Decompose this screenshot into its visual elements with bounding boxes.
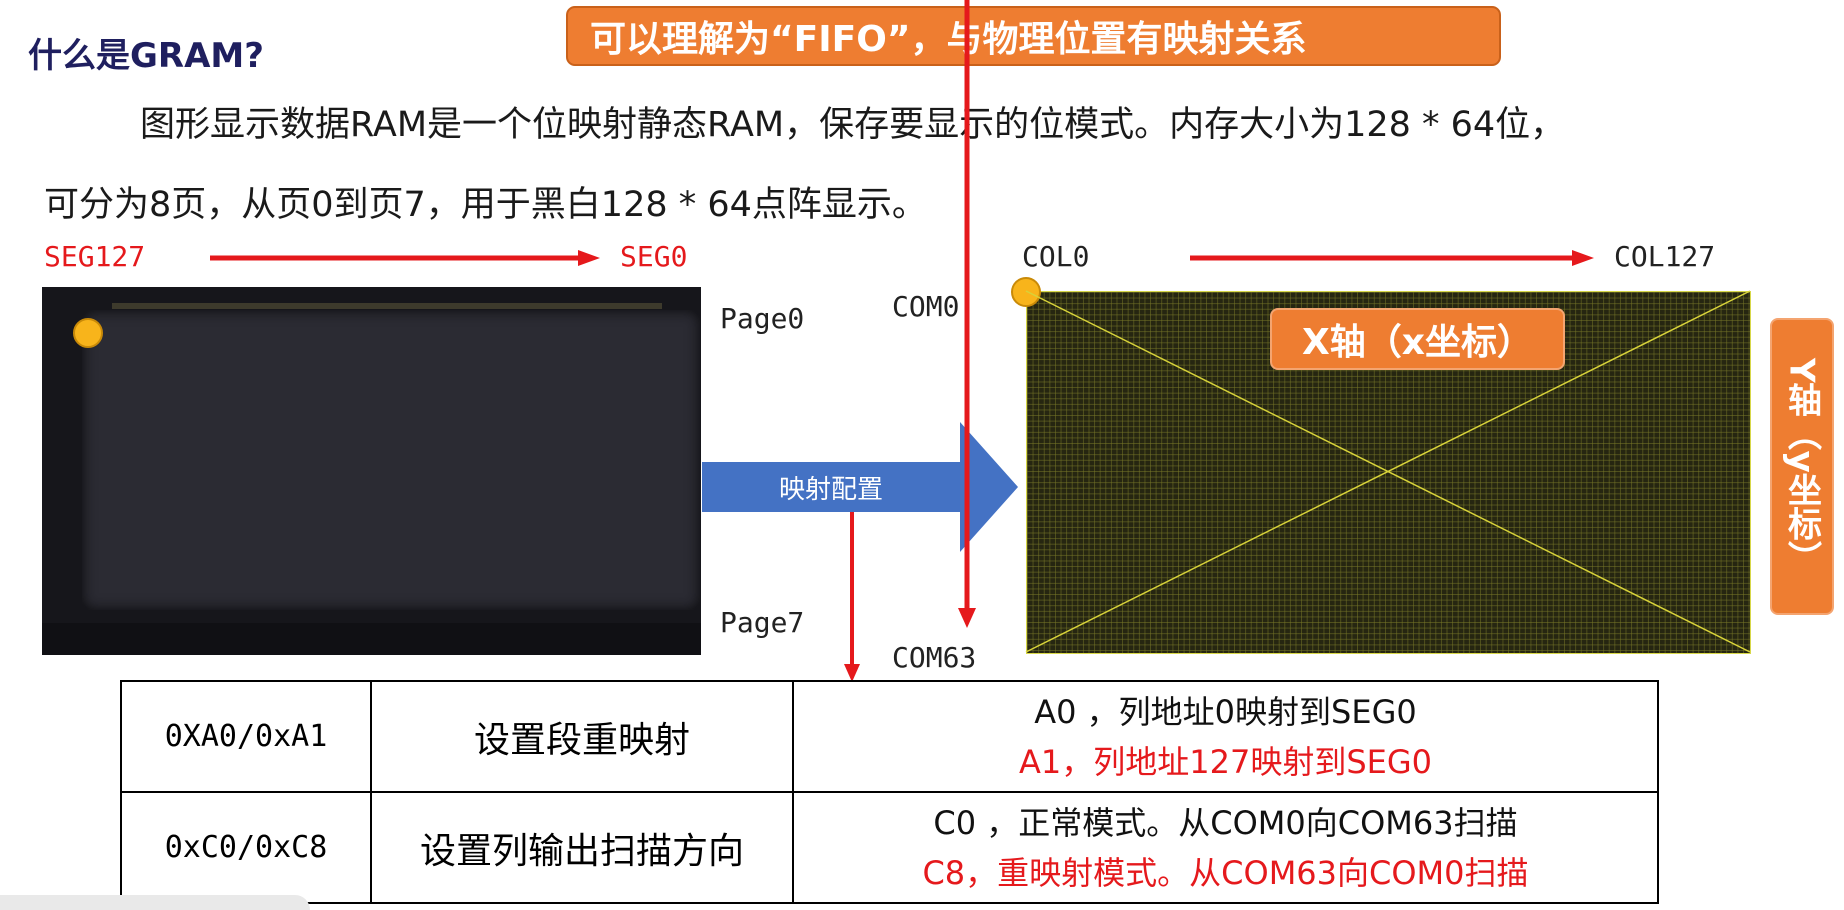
page7-label: Page7 — [720, 606, 805, 639]
y-axis-label: Y轴（y坐标） — [1770, 318, 1834, 615]
grid-diagonal-2 — [1025, 290, 1751, 653]
description-line-1: 图形显示数据RAM是一个位映射静态RAM，保存要显示的位模式。内存大小为128 … — [140, 105, 1566, 145]
oled-edge-stripe — [112, 303, 662, 309]
seg127-label: SEG127 — [44, 240, 146, 273]
command-code: 0XA0/0xA1 — [120, 680, 372, 793]
command-description: A0 ，列地址0映射到SEG0 A1，列地址127映射到SEG0 — [792, 680, 1659, 793]
page-title: 什么是GRAM? — [28, 36, 264, 76]
command-name: 设置段重映射 — [370, 680, 794, 793]
oled-screen-image — [42, 287, 701, 655]
command-table: 0XA0/0xA1 设置段重映射 A0 ，列地址0映射到SEG0 A1，列地址1… — [120, 680, 1659, 904]
oled-bottom-edge — [42, 623, 701, 655]
description-remap: A1，列地址127映射到SEG0 — [1018, 742, 1433, 781]
col0-label: COL0 — [1022, 240, 1090, 273]
origin-marker-left — [73, 318, 103, 348]
y-axis-text: Y轴（y坐标） — [1781, 358, 1822, 575]
fifo-callout: 可以理解为“FIFO”，与物理位置有映射关系 — [566, 6, 1501, 66]
table-arrow-head — [844, 664, 860, 682]
x-axis-label: X轴（x坐标） — [1270, 308, 1565, 370]
table-row: 0xC0/0xC8 设置列输出扫描方向 C0 ，正常模式。从COM0向COM63… — [120, 791, 1659, 904]
description-normal: C0 ，正常模式。从COM0向COM63扫描 — [933, 803, 1518, 842]
command-name: 设置列输出扫描方向 — [370, 791, 794, 904]
oled-display-area — [82, 310, 700, 610]
bottom-scroll-hint — [0, 895, 310, 910]
com0-label: COM0 — [892, 290, 960, 323]
seg-arrow-head — [578, 250, 600, 266]
col-arrow-head — [1572, 250, 1594, 266]
command-code: 0xC0/0xC8 — [120, 791, 372, 904]
description-normal: A0 ，列地址0映射到SEG0 — [1034, 692, 1417, 731]
com-arrow-head — [958, 608, 976, 628]
col127-label: COL127 — [1614, 240, 1716, 273]
origin-marker-right — [1011, 277, 1041, 307]
com63-label: COM63 — [892, 641, 977, 674]
command-description: C0 ，正常模式。从COM0向COM63扫描 C8，重映射模式。从COM63向C… — [792, 791, 1659, 904]
page0-label: Page0 — [720, 302, 805, 335]
description-remap: C8，重映射模式。从COM63向COM0扫描 — [922, 853, 1529, 892]
description-line-2: 可分为8页，从页0到页7，用于黑白128 * 64点阵显示。 — [44, 185, 927, 225]
mapping-config-label: 映射配置 — [702, 462, 960, 512]
table-row: 0XA0/0xA1 设置段重映射 A0 ，列地址0映射到SEG0 A1，列地址1… — [120, 680, 1659, 793]
seg0-label: SEG0 — [620, 240, 688, 273]
